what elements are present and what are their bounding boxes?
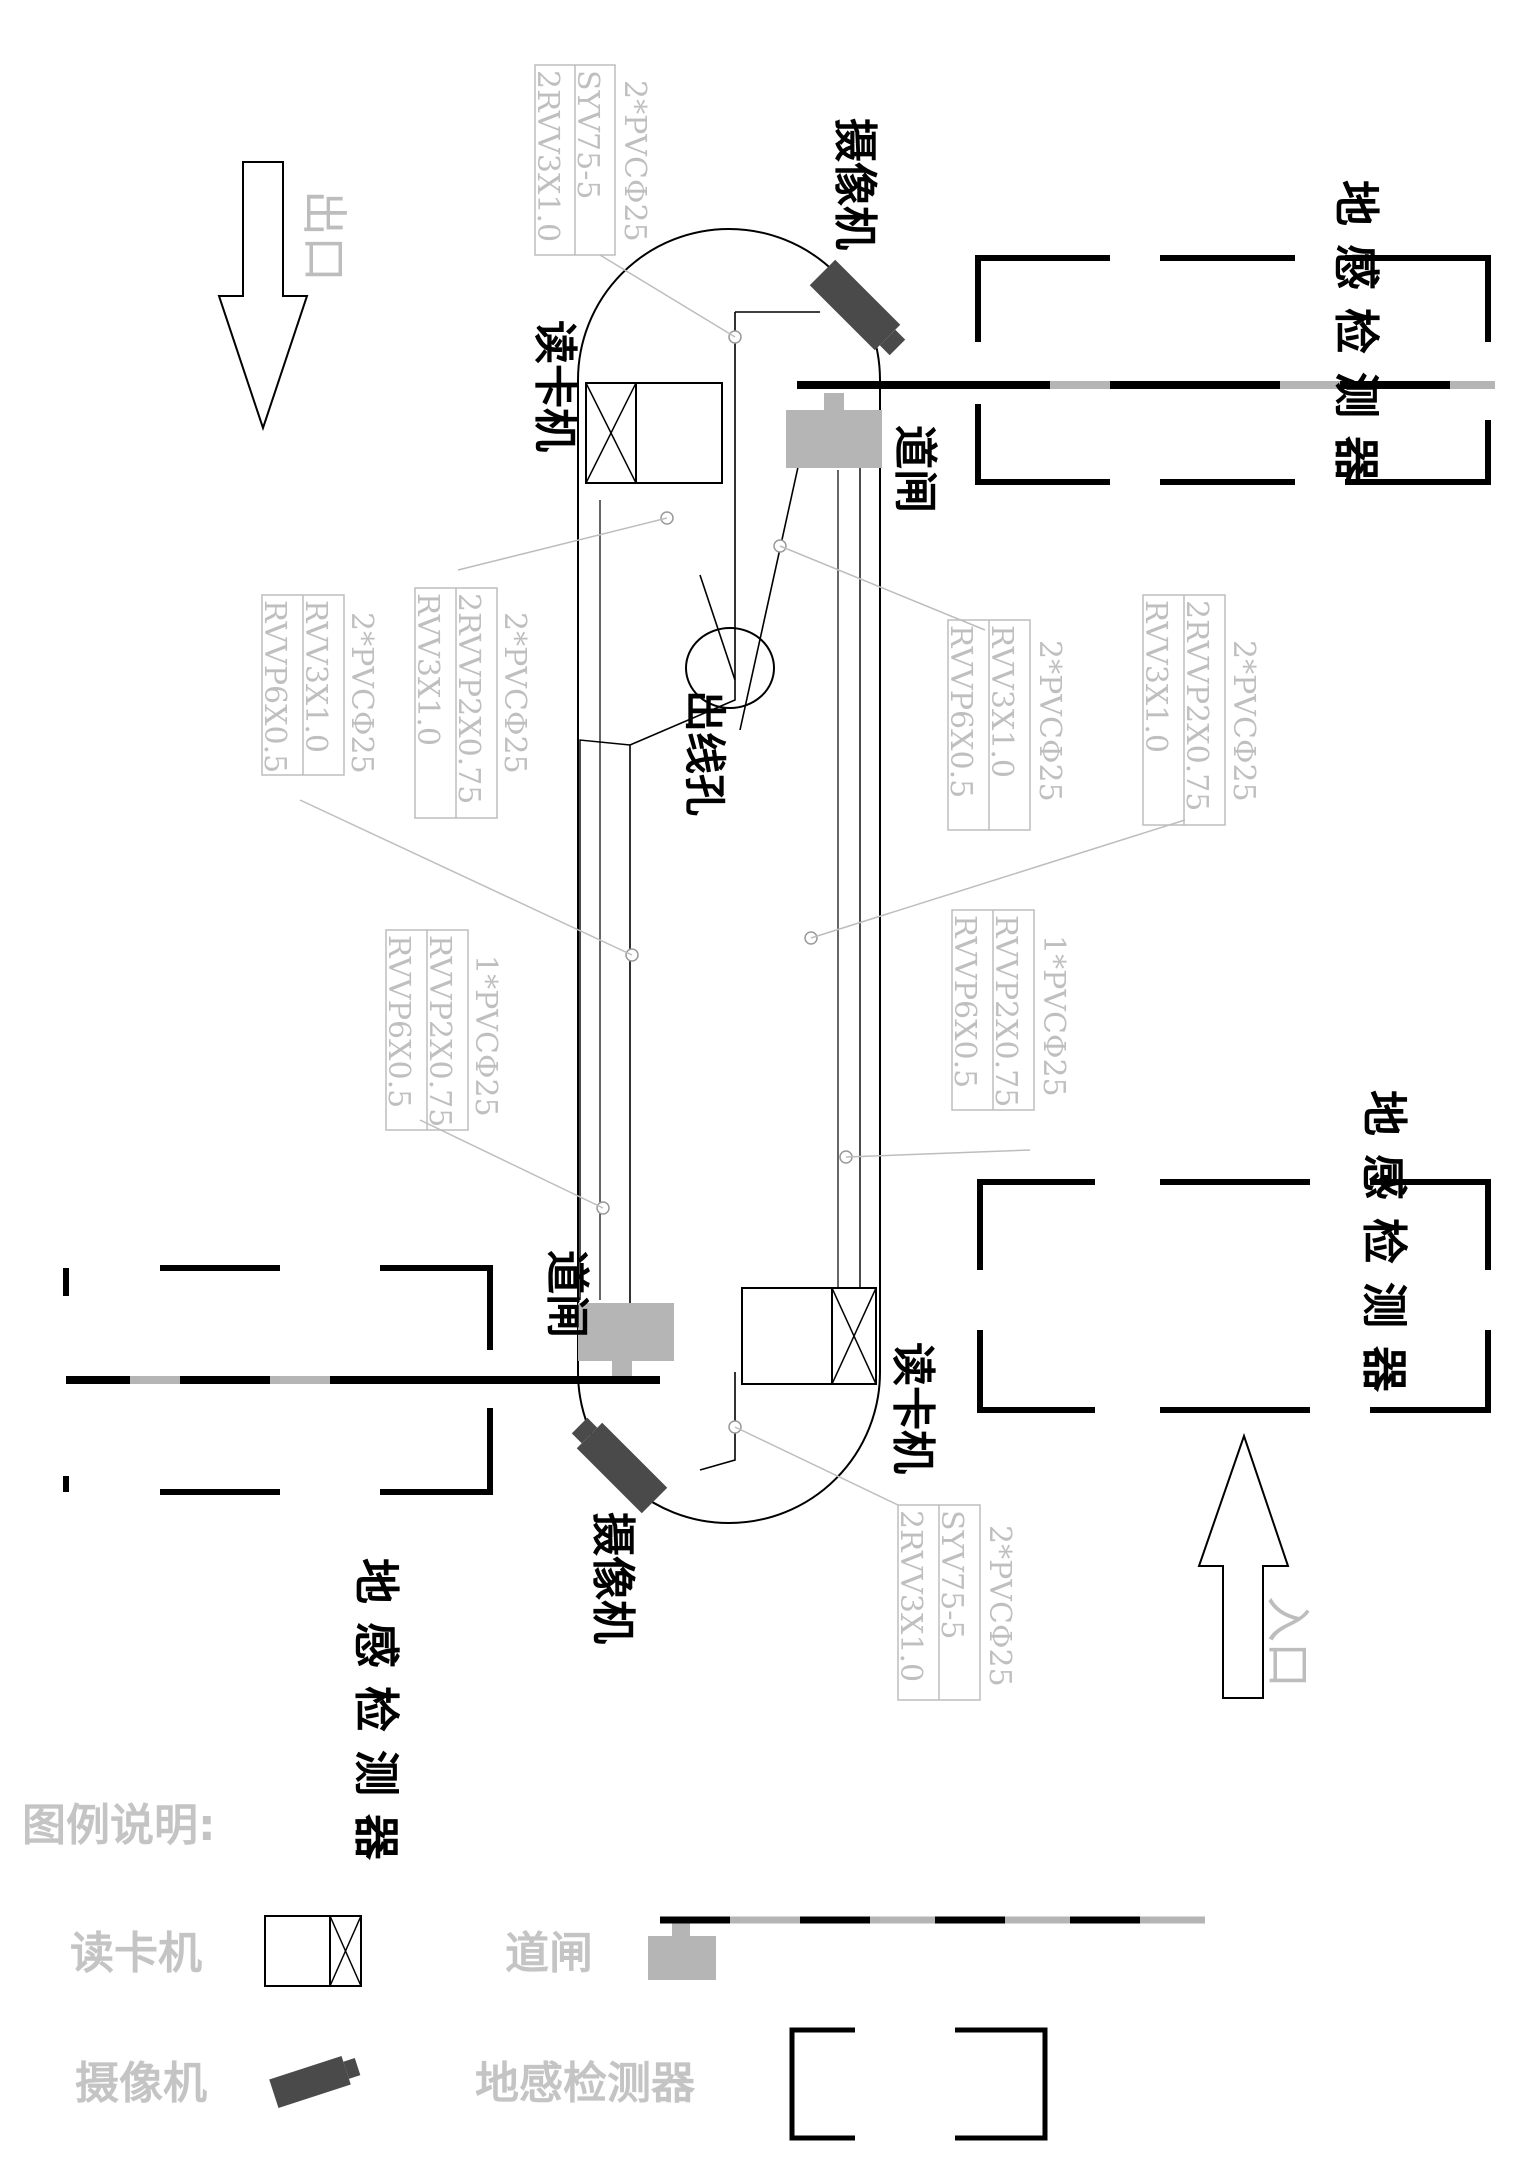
cable-left-inner-conduit: 2*PVCΦ25 [497, 612, 532, 774]
legend-barrier-gate-label: 道闸 [505, 1928, 593, 1979]
legend-camera-label: 摄像机 [75, 2058, 207, 2109]
cable-box-right-outer: 2*PVCΦ25 2RVVP2X0.75 RVV3X1.0 [1138, 594, 1261, 826]
cable-left-lower-conduit: 1*PVCΦ25 [468, 955, 503, 1117]
card-reader-bottom [741, 1287, 877, 1385]
barrier-gate-top [786, 381, 1495, 468]
outlet-hole [685, 627, 775, 709]
cable-box-top-camera: 2*PVCΦ25 SYV75-5 2RVV3X1.0 [530, 64, 652, 256]
exit-arrow-icon [217, 161, 309, 432]
cable-right-outer-conduit: 2*PVCΦ25 [1226, 640, 1261, 802]
cable-box-right-inner: 2*PVCΦ25 RVV3X1.0 RVVP6X0.5 [943, 619, 1067, 831]
cable-top-camera-line2: 2RVV3X1.0 [530, 70, 565, 242]
cable-left-lower-line2: RVVP6X0.5 [381, 935, 416, 1108]
cable-right-outer-line1: 2RVVP2X0.75 [1179, 600, 1214, 811]
camera-top-icon [809, 259, 906, 356]
card-reader-top-label: 读卡机 [529, 320, 580, 452]
legend-ground-sensor-label: 地感检测器 [475, 2058, 696, 2109]
cable-left-inner-line2: RVV3X1.0 [410, 593, 445, 746]
camera-top-label: 摄像机 [829, 118, 880, 250]
entrance-arrow-icon [1197, 1432, 1290, 1699]
cable-top-camera-line1: SYV75-5 [570, 70, 605, 199]
cable-right-outer-line2: RVV3X1.0 [1138, 600, 1173, 753]
cable-left-outer-conduit: 2*PVCΦ25 [344, 612, 379, 774]
card-reader-bottom-label: 读卡机 [887, 1342, 938, 1474]
legend-camera-icon [269, 2055, 361, 2109]
barrier-gate-top-label: 道闸 [889, 425, 940, 513]
camera-bottom-label: 摄像机 [587, 1512, 638, 1644]
cable-left-lower-line1: RVVP2X0.75 [422, 935, 457, 1127]
legend-barrier-gate-icon [648, 1916, 1205, 1980]
cable-box-bottom-camera: 2*PVCΦ25 SYV75-5 2RVV3X1.0 [893, 1504, 1017, 1701]
entrance-label: 入口 [1261, 1596, 1315, 1688]
cable-right-inner-conduit: 2*PVCΦ25 [1032, 640, 1067, 802]
cable-left-outer-line2: RVVP6X0.5 [257, 600, 292, 773]
cable-right-inner-line2: RVVP6X0.5 [943, 625, 978, 798]
legend-ground-sensor-icon [789, 2027, 1048, 2141]
cable-right-lower-conduit: 1*PVCΦ25 [1036, 935, 1071, 1097]
cable-bottom-camera-line2: 2RVV3X1.0 [893, 1510, 928, 1682]
card-reader-top [585, 382, 723, 484]
legend-title: 图例说明: [22, 1800, 216, 1851]
outlet-hole-label: 出线孔 [680, 690, 729, 816]
camera-bottom-icon [571, 1417, 668, 1514]
cable-left-inner-line1: 2RVVP2X0.75 [451, 593, 486, 804]
cable-leaders [299, 254, 1186, 1506]
ground-sensor-top [975, 255, 1491, 485]
ground-sensor-right-label: 地感检测器 [1357, 1090, 1411, 1410]
ground-sensor-top-label: 地感检测器 [1329, 180, 1383, 500]
cable-top-camera-conduit: 2*PVCΦ25 [617, 80, 652, 242]
barrier-gate-bottom-label: 道闸 [541, 1250, 592, 1338]
cable-right-lower-line2: RVVP6X0.5 [947, 915, 982, 1088]
legend-card-reader-label: 读卡机 [70, 1928, 202, 1979]
ground-sensor-bottom-label: 地感检测器 [349, 1558, 403, 1878]
cable-left-outer-line1: RVV3X1.0 [298, 600, 333, 753]
legend-card-reader-icon [264, 1915, 362, 1987]
cable-right-inner-line1: RVV3X1.0 [984, 625, 1019, 778]
cable-bottom-camera-conduit: 2*PVCΦ25 [982, 1525, 1017, 1687]
exit-label: 出口 [297, 190, 351, 282]
cable-bottom-camera-line1: SYV75-5 [934, 1510, 969, 1639]
ground-sensor-right [977, 1179, 1491, 1413]
cable-right-lower-line1: RVVP2X0.75 [988, 915, 1023, 1107]
cable-box-left-inner: 2*PVCΦ25 2RVVP2X0.75 RVV3X1.0 [410, 587, 532, 819]
barrier-gate-bottom [66, 1303, 674, 1384]
cable-box-left-lower: 1*PVCΦ25 RVVP2X0.75 RVVP6X0.5 [381, 929, 503, 1131]
cable-box-left-outer: 2*PVCΦ25 RVV3X1.0 RVVP6X0.5 [257, 594, 379, 776]
ground-sensor-bottom [63, 1265, 493, 1495]
cable-box-right-lower: 1*PVCΦ25 RVVP2X0.75 RVVP6X0.5 [947, 909, 1071, 1111]
legend: 图例说明: 读卡机 道闸 摄像机 地感检测器 [22, 1800, 1205, 2141]
